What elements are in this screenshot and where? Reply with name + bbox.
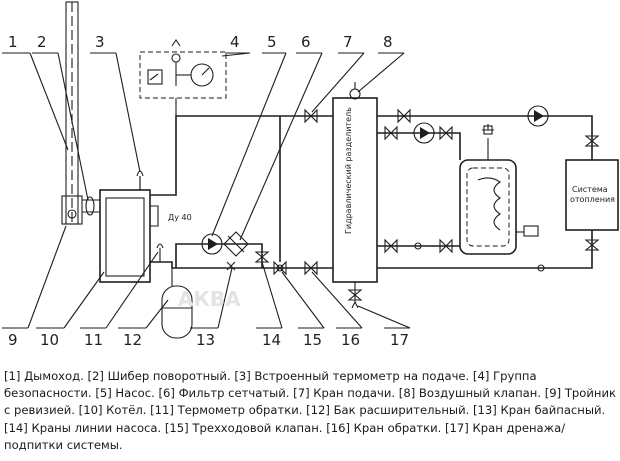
legend-item-8: [8] Воздушный клапан.	[398, 386, 545, 401]
callout-9: 9	[8, 331, 18, 349]
legend-item-9: [9] Тройник с ревизией.	[4, 386, 617, 418]
supply-valve	[304, 108, 318, 124]
three-way-valve	[273, 116, 287, 276]
water-heater-tank	[459, 124, 539, 255]
legend-item-7: [7] Кран подачи.	[293, 386, 399, 401]
legend-item-4: [4] Группа безопасности.	[4, 369, 537, 401]
pipe-size-label: Ду 40	[168, 213, 192, 222]
heating-system-box: Система отопления	[565, 159, 619, 231]
legend-item-2: [2] Шибер поворотный.	[87, 369, 235, 383]
return-valve	[304, 260, 318, 276]
return-thermometer	[156, 243, 164, 262]
watermark: АКВА	[178, 287, 241, 311]
heating-system-label-2: отопления	[570, 195, 615, 204]
expansion-tank	[161, 268, 193, 339]
supply-thermometer	[136, 170, 144, 190]
callout-2: 2	[37, 33, 47, 51]
chimney	[61, 1, 83, 225]
drain-valve	[347, 282, 363, 309]
legend-item-10: [10] Котёл.	[78, 403, 151, 418]
legend-item-15: [15] Трехходовой клапан.	[164, 420, 327, 435]
legend-item-1: [1] Дымоход.	[4, 369, 88, 383]
callout-4: 4	[230, 33, 240, 51]
legend-item-3: [3] Встроенный термометр на подаче.	[234, 369, 473, 383]
leader-lines	[27, 52, 411, 329]
callout-12: 12	[123, 331, 142, 349]
callout-7: 7	[343, 33, 353, 51]
bottom-callouts: 9 10 11 12 13 14 15 16 17	[8, 331, 409, 349]
legend: [1] Дымоход. [2] Шибер поворотный. [3] В…	[4, 368, 616, 454]
boiler-pump-loop	[175, 231, 270, 271]
callout-1: 1	[8, 33, 18, 51]
legend-item-12: [12] Бак расширительный.	[306, 403, 473, 418]
heating-scheme-diagram: 1 2 3 4 5 6 7 8 9 10 11 12 13 14 15 16 1…	[2, 1, 619, 349]
heating-system-label-1: Система	[572, 185, 608, 194]
callout-6: 6	[301, 33, 311, 51]
callout-13: 13	[196, 331, 215, 349]
boiler	[99, 189, 159, 283]
callout-11: 11	[84, 331, 103, 349]
legend-item-6: [6] Фильтр сетчатый.	[158, 386, 294, 401]
legend-item-11: [11] Термометр обратки.	[150, 403, 307, 418]
callout-3: 3	[95, 33, 105, 51]
hydraulic-separator: Гидравлический разделитель	[332, 82, 378, 283]
callout-15: 15	[303, 331, 322, 349]
callout-17: 17	[390, 331, 409, 349]
legend-item-5: [5] Насос.	[95, 386, 159, 401]
callout-10: 10	[40, 331, 59, 349]
callout-8: 8	[383, 33, 393, 51]
callout-16: 16	[341, 331, 360, 349]
callout-5: 5	[267, 33, 277, 51]
legend-item-13: [13] Кран байпасный.	[473, 403, 606, 418]
top-callouts: 1 2 3 4 5 6 7 8	[8, 33, 393, 51]
legend-item-16: [16] Кран обратки.	[326, 420, 446, 435]
legend-item-17: [17] Кран дренажа/подпитки системы.	[4, 420, 566, 452]
separator-label: Гидравлический разделитель	[344, 107, 353, 234]
safety-group	[139, 39, 227, 116]
callout-14: 14	[262, 331, 281, 349]
damper	[82, 196, 100, 216]
legend-item-14: [14] Краны линии насоса.	[4, 420, 165, 435]
